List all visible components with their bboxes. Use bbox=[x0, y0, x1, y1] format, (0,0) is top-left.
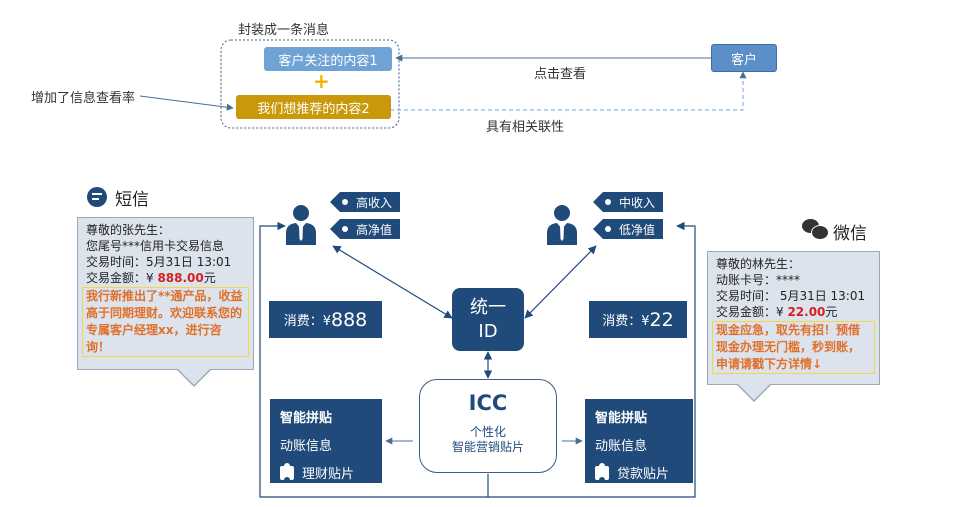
unified-id-box: 统一 ID bbox=[452, 288, 524, 351]
right-panel-row2: 贷款贴片 bbox=[595, 463, 683, 483]
customer-box: 客户 bbox=[711, 44, 777, 72]
sms-bubble: 尊敬的张先生： 您尾号***信用卡交易信息 交易时间：5月31日 13:01 交… bbox=[77, 217, 254, 370]
sms-title: 短信 bbox=[115, 190, 149, 210]
right-user-tag: 低净值 bbox=[593, 219, 664, 239]
sms-bubble-tail bbox=[177, 368, 211, 385]
loop-right bbox=[488, 221, 696, 498]
unified-id-line2: ID bbox=[478, 320, 498, 342]
left-collage-panel: 智能拼贴 动账信息 理财贴片 bbox=[270, 399, 382, 483]
wechat-line: 尊敬的林先生： bbox=[716, 257, 801, 271]
icc-box: ICC 个性化 智能营销贴片 bbox=[419, 379, 557, 473]
wechat-amount: 交易金额：¥ 22.00元 bbox=[716, 305, 838, 319]
sms-icon bbox=[87, 187, 107, 207]
related-arrow bbox=[376, 71, 747, 111]
wechat-bubble: 尊敬的林先生： 动账卡号：**** 交易时间： 5月31日 13:01 交易金额… bbox=[707, 251, 880, 385]
icc-title: ICC bbox=[468, 391, 508, 415]
right-user-tag: 中收入 bbox=[593, 192, 664, 212]
sms-promo: 我行新推出了**通产品，收益高于同期理财。欢迎联系您的专属客户经理xx，进行咨询… bbox=[82, 287, 249, 357]
icc-sub2: 智能营销贴片 bbox=[451, 440, 524, 454]
plus-icon: + bbox=[313, 69, 330, 93]
wrap-label: 封装成一条消息 bbox=[238, 23, 330, 38]
left-panel-title: 智能拼贴 bbox=[280, 411, 333, 426]
related-label: 具有相关联性 bbox=[486, 120, 565, 135]
wechat-bubble-tail bbox=[737, 383, 771, 400]
wechat-icon bbox=[802, 219, 829, 240]
left-panel-row1: 动账信息 bbox=[280, 439, 333, 454]
sms-line: 尊敬的张先生： bbox=[86, 223, 171, 237]
icc-sub1: 个性化 bbox=[469, 425, 506, 439]
puzzle-icon bbox=[595, 463, 609, 483]
left-user-icon bbox=[286, 205, 316, 245]
right-panel-row1: 动账信息 bbox=[595, 439, 648, 454]
sms-line: 交易时间：5月31日 13:01 bbox=[86, 255, 232, 269]
right-collage-panel: 智能拼贴 动账信息 贷款贴片 bbox=[585, 399, 693, 483]
content1-box: 客户关注的内容1 bbox=[264, 47, 392, 71]
wechat-line: 动账卡号：**** bbox=[716, 273, 801, 287]
sms-amount: 交易金额：¥ 888.00元 bbox=[86, 271, 216, 285]
left-user-tag: 高收入 bbox=[330, 192, 401, 212]
right-spend-box: 消费：¥22 bbox=[589, 301, 687, 338]
left-user-id-link bbox=[332, 245, 453, 319]
puzzle-icon bbox=[280, 463, 294, 483]
right-panel-title: 智能拼贴 bbox=[595, 411, 648, 426]
wechat-title: 微信 bbox=[833, 224, 867, 244]
increase-label: 增加了信息查看率 bbox=[31, 91, 136, 106]
wechat-line: 交易时间： 5月31日 13:01 bbox=[716, 289, 866, 303]
wechat-promo: 现金应急，取先有招！预借现金办理无门槛，秒到账，申请请戳下方详情↓ bbox=[712, 321, 875, 374]
loop-left bbox=[259, 221, 489, 498]
click-view-label: 点击查看 bbox=[534, 67, 587, 82]
unified-id-line1: 统一 bbox=[470, 296, 506, 318]
right-user-id-link bbox=[524, 245, 597, 319]
message-wrapper bbox=[220, 39, 400, 129]
content2-box: 我们想推荐的内容2 bbox=[236, 95, 391, 119]
left-user-tag: 高净值 bbox=[330, 219, 401, 239]
right-user-icon bbox=[547, 205, 577, 245]
left-panel-row2: 理财贴片 bbox=[280, 463, 372, 483]
left-spend-box: 消费：¥ 888 bbox=[269, 301, 382, 338]
sms-line: 您尾号***信用卡交易信息 bbox=[86, 239, 225, 253]
increase-arrow bbox=[139, 95, 234, 111]
